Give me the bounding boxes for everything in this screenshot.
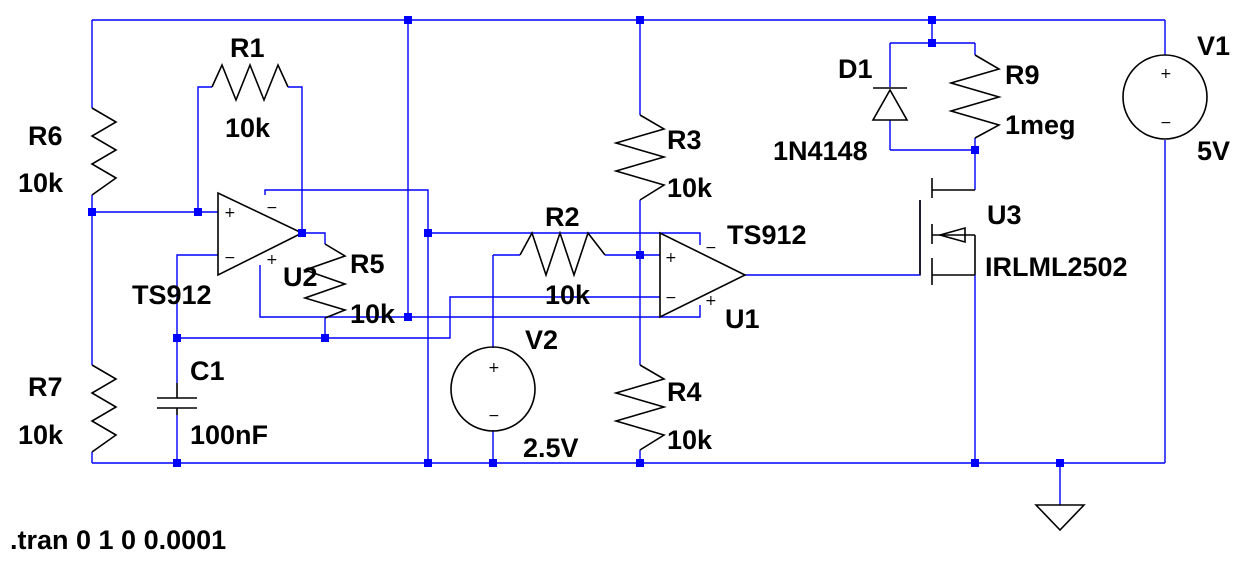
junction-node <box>173 459 181 467</box>
junction-node <box>971 146 979 154</box>
wire-u1-top-supply <box>428 232 701 245</box>
voltage-source-v1: + − <box>1122 54 1208 140</box>
junction-node <box>88 208 96 216</box>
resistor-r1 <box>211 62 289 103</box>
wire-r1-feedback <box>197 86 212 212</box>
wire-u2-out-r5 <box>302 232 326 244</box>
resistor-r6 <box>90 107 118 196</box>
junction-node <box>1056 459 1064 467</box>
u3-value-label: IRLML2502 <box>985 252 1128 282</box>
u2-minus-sign: − <box>224 250 236 266</box>
opamp-u2: + − − + <box>217 191 304 277</box>
wire-u1-bottom-supply <box>408 305 701 318</box>
r2-ref-label: R2 <box>545 202 580 232</box>
junction-node <box>298 229 306 237</box>
c1-ref-label: C1 <box>190 356 225 386</box>
junction-node <box>636 16 644 24</box>
junction-node <box>321 334 329 342</box>
r4-value-label: 10k <box>667 425 713 455</box>
u1-vee-sign: + <box>705 293 717 309</box>
v2-minus-sign: − <box>488 408 500 424</box>
r6-ref-label: R6 <box>28 121 63 151</box>
junction-node <box>928 16 936 24</box>
opamp-u1: + − − + <box>659 231 747 319</box>
r9-ref-label: R9 <box>1005 60 1040 90</box>
resistor-r3 <box>613 114 667 201</box>
d1-ref-label: D1 <box>838 54 873 84</box>
u2-vee-sign: + <box>266 252 278 268</box>
diode-d1 <box>871 87 909 121</box>
component-labels: R1 10k R6 10k R7 10k TS912 U2 R5 10k C1 … <box>10 31 1230 555</box>
r4-ref-label: R4 <box>667 377 702 407</box>
wire-r1-out <box>288 86 303 233</box>
r5-value-label: 10k <box>350 299 396 329</box>
u2-vcc-sign: − <box>266 200 278 216</box>
mosfet-u3 <box>919 178 976 285</box>
junction-node <box>424 459 432 467</box>
resistor-r2 <box>519 230 606 278</box>
junction-node <box>194 208 202 216</box>
junction-nodes <box>88 16 1064 467</box>
voltage-source-v2: + − <box>450 346 536 432</box>
v2-value-label: 2.5V <box>523 433 579 463</box>
v1-value-label: 5V <box>1197 136 1230 166</box>
junction-node <box>424 229 432 237</box>
u3-ref-label: U3 <box>987 200 1022 230</box>
resistor-r4 <box>613 364 667 451</box>
wire-u2-vcc <box>264 189 429 463</box>
capacitor-c1 <box>157 383 197 415</box>
ground-icon <box>1034 504 1086 532</box>
r7-ref-label: R7 <box>28 372 63 402</box>
r7-value-label: 10k <box>18 420 64 450</box>
u1-value-label: TS912 <box>727 220 807 250</box>
junction-node <box>971 459 979 467</box>
junction-node <box>636 251 644 259</box>
junction-node <box>173 334 181 342</box>
r1-ref-label: R1 <box>230 33 265 63</box>
r9-value-label: 1meg <box>1005 110 1076 140</box>
resistor-r5 <box>302 243 348 319</box>
v2-ref-label: V2 <box>525 325 558 355</box>
r5-ref-label: R5 <box>350 249 385 279</box>
junction-node <box>404 313 412 321</box>
r6-value-label: 10k <box>18 168 64 198</box>
junction-node <box>489 459 497 467</box>
r2-value-label: 10k <box>545 280 591 310</box>
u2-value-label: TS912 <box>132 280 212 310</box>
u1-minus-sign: − <box>665 290 677 306</box>
r1-value-label: 10k <box>225 113 271 143</box>
junction-node <box>404 16 412 24</box>
v2-plus-sign: + <box>488 360 500 376</box>
u2-plus-sign: + <box>224 205 236 221</box>
v1-plus-sign: + <box>1160 66 1172 82</box>
u1-ref-label: U1 <box>725 304 760 334</box>
spice-directive: .tran 0 1 0 0.0001 <box>10 525 226 555</box>
u1-plus-sign: + <box>665 250 677 266</box>
resistor-r9 <box>948 54 1002 139</box>
r3-value-label: 10k <box>667 173 713 203</box>
c1-value-label: 100nF <box>190 420 268 450</box>
v1-ref-label: V1 <box>1197 31 1230 61</box>
v1-minus-sign: − <box>1160 115 1172 131</box>
wires <box>91 19 1166 505</box>
junction-node <box>928 39 936 47</box>
resistor-r7 <box>90 364 118 453</box>
r3-ref-label: R3 <box>667 125 702 155</box>
u1-vcc-sign: − <box>705 240 717 256</box>
d1-value-label: 1N4148 <box>773 136 868 166</box>
u2-ref-label: U2 <box>283 262 318 292</box>
wire-u2-vee <box>259 265 408 318</box>
junction-node <box>636 459 644 467</box>
